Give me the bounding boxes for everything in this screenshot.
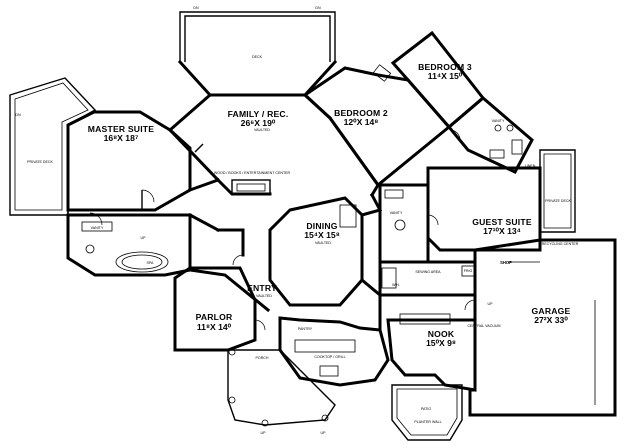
central-vacuum-label: CENTRAL VACUUM — [468, 324, 501, 328]
family-rec-dim: 26⁶X 19⁰ — [241, 118, 276, 128]
master-bath-up-label: UP — [141, 236, 147, 240]
parlor-name: PARLOR — [196, 312, 233, 322]
guest-bath: VANITY — [378, 183, 430, 264]
frig-label: FRIG — [464, 269, 473, 273]
master-bath: SPA VANITY UP — [66, 213, 192, 277]
spa-label: SPA — [147, 261, 155, 265]
private-deck-right-label: PRIVATE DECK — [545, 199, 571, 203]
garage-name: GARAGE — [532, 306, 571, 316]
patio: PATIO PLANTER WALL — [391, 384, 463, 441]
nook-dim: 15⁰X 9⁸ — [426, 338, 456, 348]
entry-sub: VAULTED — [256, 294, 272, 298]
private-deck-left-label: PRIVATE DECK — [27, 160, 53, 164]
nook-name: NOOK — [428, 329, 455, 339]
bedroom3-dim: 11⁴X 15⁰ — [428, 71, 463, 81]
guest-suite-name: GUEST SUITE — [472, 217, 532, 227]
porch: PORCH UP UP — [227, 348, 336, 435]
linen-label: LINEN — [525, 164, 536, 168]
private-deck-left: DN PRIVATE DECK — [9, 77, 97, 216]
parlor-dim: 11⁸X 14⁰ — [197, 322, 232, 332]
porch-label: PORCH — [256, 356, 269, 360]
recycling-label: RECYCLING CENTER — [542, 242, 579, 246]
dining-name: DINING — [306, 221, 337, 231]
shop-label: SHOP — [500, 260, 512, 265]
family-rec-name: FAMILY / REC. — [228, 109, 289, 119]
porch-up-label-right: UP — [321, 431, 327, 435]
wood-books-label: WOOD / BOOKS / ENTERTAINMENT CENTER — [214, 171, 291, 175]
garage: SHOP GARAGE 27²X 33⁰ RECYCLING CENTER UP — [468, 238, 617, 417]
deck-top: DN DN DECK — [179, 6, 336, 96]
family-rec-sub: VAULTED — [254, 128, 270, 132]
porch-up-label-left: UP — [261, 431, 267, 435]
entry-name: ENTRY — [247, 283, 277, 293]
master-vanity-label: VANITY — [91, 226, 104, 230]
bedroom2-name: BEDROOM 2 — [334, 108, 388, 118]
guest-suite: GUEST SUITE 17¹⁰X 13⁴ — [426, 166, 542, 252]
sewing-laundry: SEWING AREA W.H. FRIG — [378, 260, 477, 297]
interior-walls — [89, 178, 476, 332]
entry-hall: ENTRY VAULTED — [188, 228, 277, 313]
bath-upper-right: VANITY LINEN — [446, 96, 536, 174]
bedroom2-dim: 12⁰X 14⁸ — [344, 117, 379, 127]
nook: NOOK 15⁰X 9⁸ CENTRAL VACUUM — [386, 313, 501, 392]
private-deck-right: PRIVATE DECK — [539, 149, 576, 233]
deck-dn-label-right: DN — [315, 6, 321, 10]
kitchen: COOKTOP / GRILL PANTRY — [278, 316, 390, 387]
garage-dim: 27²X 33⁰ — [534, 315, 568, 325]
guest-suite-dim: 17¹⁰X 13⁴ — [483, 226, 521, 236]
planter-wall-label: PLANTER WALL — [414, 420, 441, 424]
dining-room: DINING 15⁴X 15⁸ VAULTED — [268, 196, 364, 307]
sewing-label: SEWING AREA — [415, 270, 441, 274]
family-rec-room: FAMILY / REC. 26⁶X 19⁰ VAULTED WOOD / BO… — [167, 59, 380, 198]
dining-sub: VAULTED — [315, 241, 331, 245]
deck-dn-label-left: DN — [193, 6, 199, 10]
bath-vanity-label: VANITY — [492, 119, 505, 123]
deck-label: DECK — [252, 55, 263, 59]
cooktop-label: COOKTOP / GRILL — [314, 355, 345, 359]
laundry-label: W.H. — [392, 283, 400, 287]
master-suite-name: MASTER SUITE — [88, 124, 154, 134]
dining-dim: 15⁴X 15⁸ — [304, 230, 340, 240]
kitchen-pantry-label: PANTRY — [298, 327, 313, 331]
master-suite-dim: 16⁸X 18⁷ — [104, 133, 139, 143]
guest-bath-vanity-label: VANITY — [390, 211, 403, 215]
patio-label: PATIO — [421, 407, 431, 411]
bedroom3-name: BEDROOM 3 — [418, 62, 472, 72]
garage-up-label: UP — [488, 302, 494, 306]
private-deck-left-dn: DN — [15, 113, 21, 117]
parlor: PARLOR 11⁸X 14⁰ — [173, 266, 257, 352]
